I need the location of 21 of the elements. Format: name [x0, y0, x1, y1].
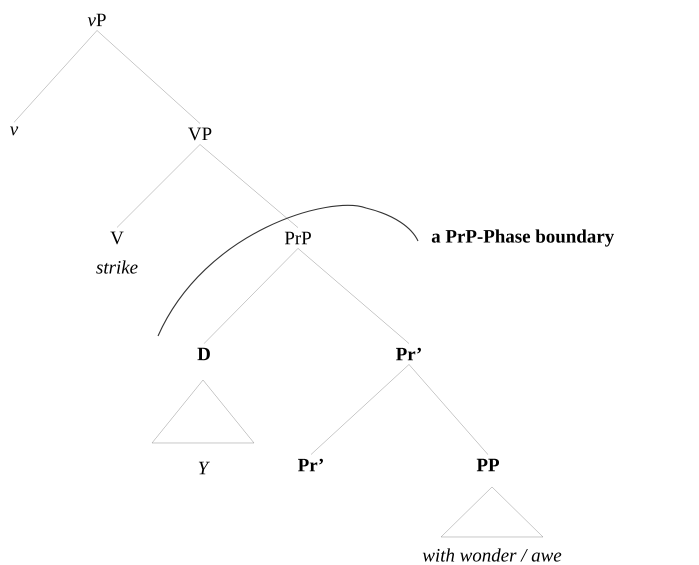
terminal-word: with wonder / awe [422, 548, 562, 562]
terminal-word: Y [198, 462, 210, 474]
tree-branch [200, 144, 298, 228]
tree-node-label: D [198, 348, 210, 360]
tree-node-label: PP [476, 458, 500, 472]
tree-node-label: v [10, 126, 18, 136]
tree-node-label: Pr’ [298, 458, 323, 472]
annotation-label: a PrP-Phase boundary [432, 229, 614, 247]
tree-node-label: PrP [284, 232, 311, 244]
tree-node-label: Pr’ [396, 348, 421, 360]
tree-node-label: $\textit{v}\textup{P}$ [88, 14, 106, 26]
tree-node-label: V [110, 232, 124, 244]
tree-branch [116, 144, 200, 228]
tree-node-label: VP [188, 128, 212, 140]
tree-branch [96, 30, 200, 124]
terminal-word: strike [96, 260, 138, 274]
tree-branch [408, 364, 488, 455]
tree-branch [298, 248, 410, 344]
tree-branch [204, 248, 298, 344]
tree-branch [310, 364, 410, 455]
tree-branch [14, 30, 98, 123]
